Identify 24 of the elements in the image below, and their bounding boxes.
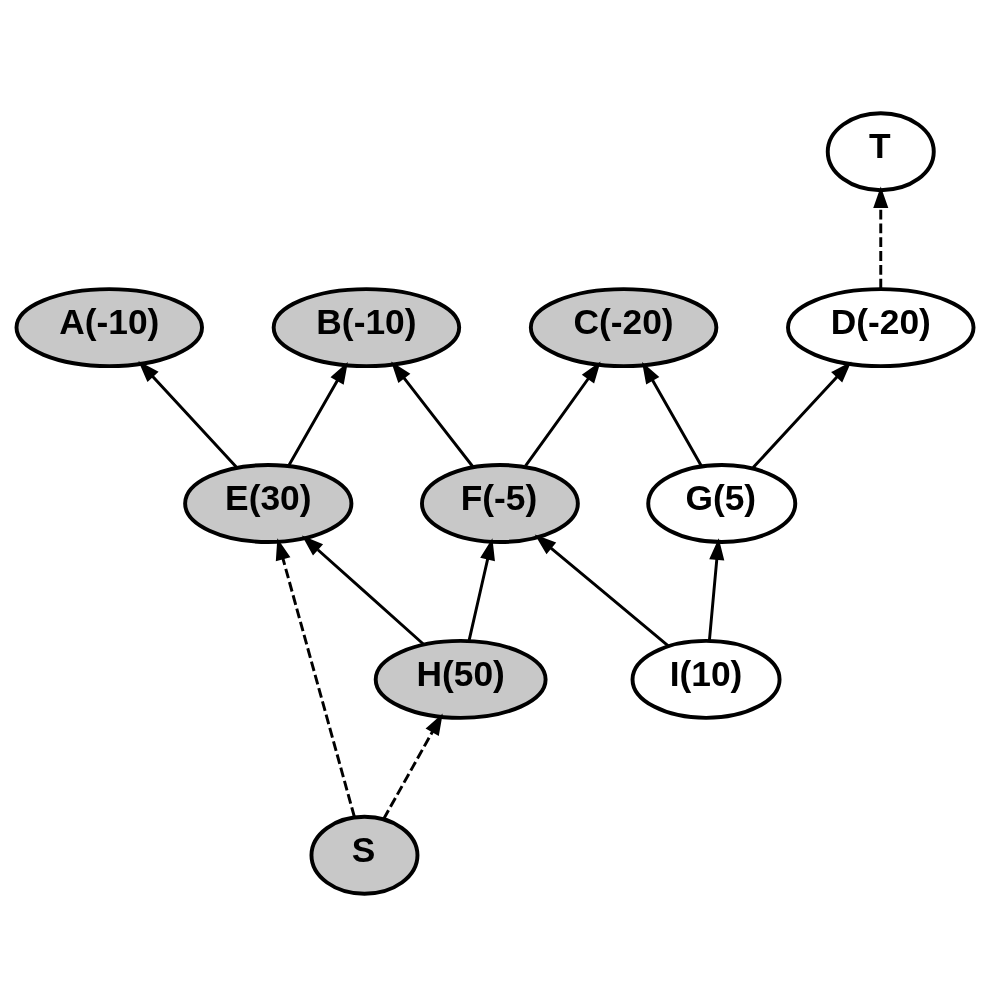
arrow <box>534 534 670 648</box>
arrow <box>382 713 443 820</box>
arrow <box>287 362 348 466</box>
node-ellipse: I(10) <box>630 638 782 720</box>
node-ellipse: T <box>825 111 936 193</box>
arrow <box>301 535 425 646</box>
node-ellipse: E(30) <box>183 463 354 544</box>
arrow <box>467 538 495 641</box>
arrow <box>275 538 356 818</box>
arrow <box>707 538 725 641</box>
node-ellipse: A(-10) <box>14 287 204 369</box>
node-ellipse: D(-20) <box>786 287 976 369</box>
arrow <box>391 361 475 468</box>
arrow <box>642 361 703 467</box>
node-ellipse: F(-5) <box>420 463 580 544</box>
arrow <box>752 361 852 469</box>
node-ellipse: S <box>309 814 420 896</box>
node-ellipse: G(5) <box>646 463 798 544</box>
node-ellipse: B(-10) <box>271 287 462 369</box>
node-ellipse: H(50) <box>373 638 548 720</box>
arrow <box>873 186 889 289</box>
arrow <box>524 361 601 467</box>
node-ellipse: C(-20) <box>528 287 719 369</box>
arrow <box>138 361 238 468</box>
